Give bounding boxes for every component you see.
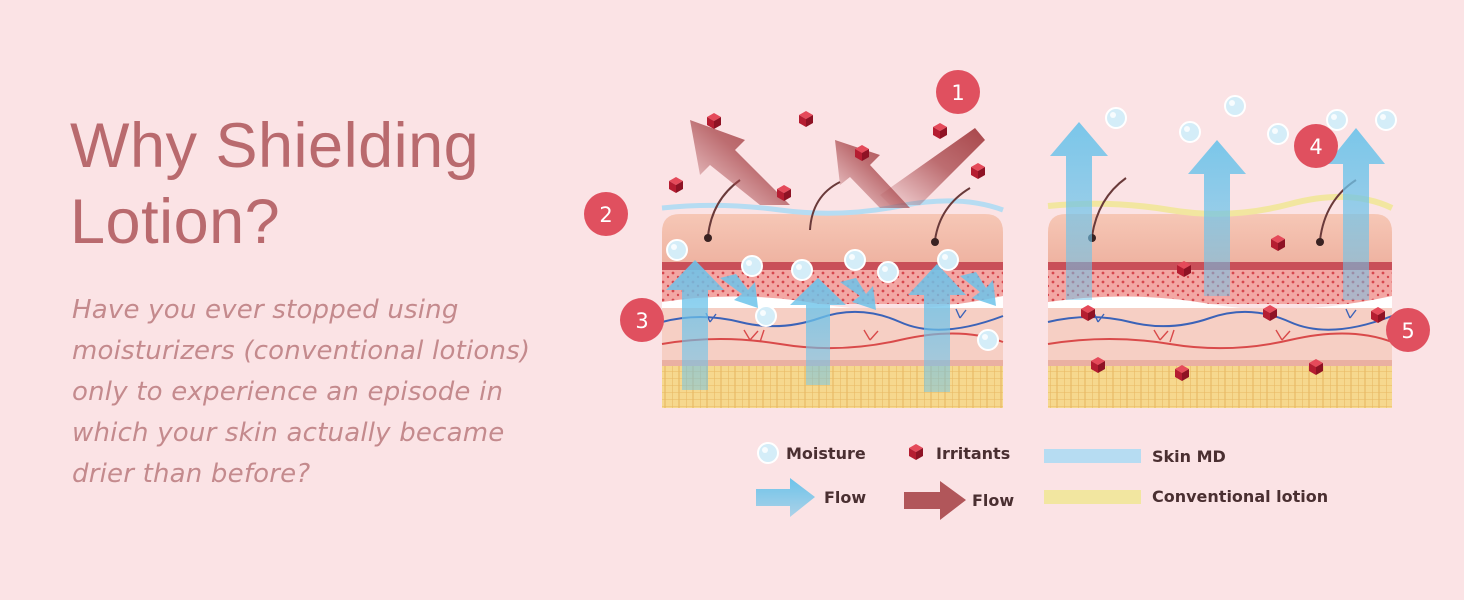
moisture-drop [741, 255, 763, 277]
moisture-drop [1326, 109, 1348, 131]
moisture-drop [1224, 95, 1246, 117]
blue-arrow-icon [756, 478, 815, 517]
moisture-icon [757, 442, 779, 464]
moisture-flow-arrow [908, 264, 966, 392]
svg-text:5: 5 [1401, 319, 1414, 343]
right-skin-panel [1047, 95, 1397, 408]
moisture-drop [1105, 107, 1127, 129]
moisture-drop [791, 259, 813, 281]
irritant-icon [909, 444, 923, 460]
moisture-flow-arrow [1327, 128, 1385, 300]
legend-moisture-label: Moisture [786, 444, 866, 463]
skin-md-swatch [1044, 449, 1141, 463]
moisture-flow-arrow [666, 260, 724, 390]
title-line-2: Lotion? [70, 187, 281, 257]
badge-3: 3 [620, 298, 664, 342]
irritant-particle [971, 163, 985, 179]
legend-skin-md: Skin MD [1044, 447, 1226, 466]
svg-text:1: 1 [951, 81, 964, 105]
badge-1: 1 [936, 70, 980, 114]
moisture-drop [1267, 123, 1289, 145]
intro-paragraph: Have you ever stopped using moisturizers… [72, 290, 572, 495]
legend-blue-flow-label: Flow [824, 488, 866, 507]
svg-text:3: 3 [635, 309, 648, 333]
svg-text:4: 4 [1309, 135, 1322, 159]
legend-conventional-label: Conventional lotion [1152, 487, 1328, 506]
intro-line-3: only to experience an episode in [72, 377, 504, 407]
intro-line-5: drier than before? [72, 459, 311, 489]
moisture-drop [1375, 109, 1397, 131]
intro-line-2: moisturizers (conventional lotions) [72, 336, 531, 366]
svg-text:2: 2 [599, 203, 612, 227]
legend-irritants-label: Irritants [936, 444, 1010, 463]
legend: Moisture Irritants Flow Flow Skin MD Con… [756, 442, 1328, 520]
moisture-drop [977, 329, 999, 351]
moisture-drop [877, 261, 899, 283]
irritant-particle [933, 123, 947, 139]
left-skin-panel [661, 111, 1004, 408]
badge-5: 5 [1386, 308, 1430, 352]
moisture-drop [844, 249, 866, 271]
red-arrow-icon [904, 481, 966, 520]
moisture-drop [666, 239, 688, 261]
legend-red-flow-label: Flow [972, 491, 1014, 510]
badge-4: 4 [1294, 124, 1338, 168]
irritant-flow-arrow [880, 128, 985, 205]
intro-line-4: which your skin actually became [72, 418, 505, 448]
conventional-swatch [1044, 490, 1141, 504]
badge-2: 2 [584, 192, 628, 236]
irritant-particle [799, 111, 813, 127]
moisture-drop [937, 249, 959, 271]
title-line-1: Why Shielding [70, 111, 480, 181]
moisture-drop [1179, 121, 1201, 143]
irritant-flow-arrow [690, 120, 790, 205]
intro-line-1: Have you ever stopped using [72, 295, 459, 325]
moisture-drop [755, 305, 777, 327]
moisture-flow-arrow [1188, 140, 1246, 296]
legend-red-flow: Flow [904, 481, 1014, 520]
legend-irritants: Irritants [909, 444, 1010, 463]
irritant-particle [669, 177, 683, 193]
moisture-flow-arrow [1050, 122, 1108, 300]
moisture-flow-arrow [790, 278, 846, 385]
page-title: Why Shielding Lotion? [70, 108, 479, 260]
legend-blue-flow: Flow [756, 478, 866, 517]
legend-conventional: Conventional lotion [1044, 487, 1328, 506]
legend-skin-md-label: Skin MD [1152, 447, 1226, 466]
legend-moisture: Moisture [757, 442, 866, 464]
irritant-particle [707, 113, 721, 129]
